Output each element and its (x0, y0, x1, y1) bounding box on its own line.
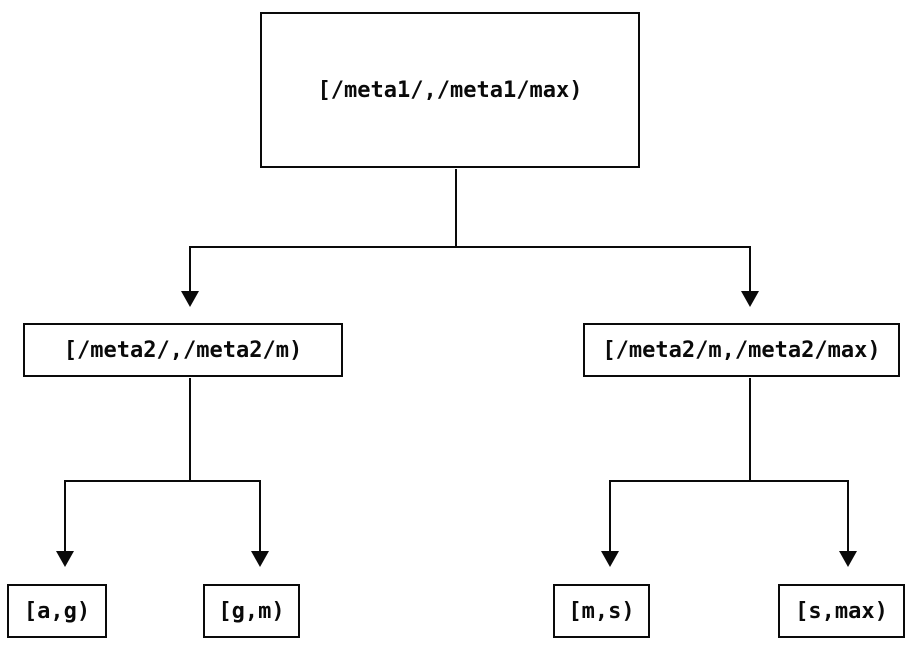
node-leaf-interval-ag: [a,g) (7, 584, 107, 638)
node-mid-right-interval: [/meta2/m,/meta2/max) (583, 323, 900, 377)
node-label: [/meta2/m,/meta2/max) (602, 337, 881, 363)
node-mid-left-interval: [/meta2/,/meta2/m) (23, 323, 343, 377)
node-label: [/meta1/,/meta1/max) (317, 77, 583, 103)
node-label: [a,g) (23, 598, 91, 624)
edge-mid-right-to-children (601, 378, 857, 567)
node-label: [/meta2/,/meta2/m) (63, 337, 303, 363)
node-leaf-interval-ms: [m,s) (553, 584, 650, 638)
node-leaf-interval-smax: [s,max) (778, 584, 905, 638)
node-label: [s,max) (795, 598, 888, 624)
arrowhead-icon-leaf-1 (56, 551, 74, 567)
node-label: [m,s) (568, 598, 635, 624)
arrowhead-icon-leaf-4 (839, 551, 857, 567)
arrowhead-icon-mid-right (741, 291, 759, 307)
node-leaf-interval-gm: [g,m) (203, 584, 300, 638)
edge-mid-left-to-children (56, 378, 269, 567)
edge-root-to-children (181, 169, 759, 307)
node-root-interval: [/meta1/,/meta1/max) (260, 12, 640, 168)
arrowhead-icon-mid-left (181, 291, 199, 307)
arrowhead-icon-leaf-3 (601, 551, 619, 567)
arrowhead-icon-leaf-2 (251, 551, 269, 567)
node-label: [g,m) (218, 598, 285, 624)
